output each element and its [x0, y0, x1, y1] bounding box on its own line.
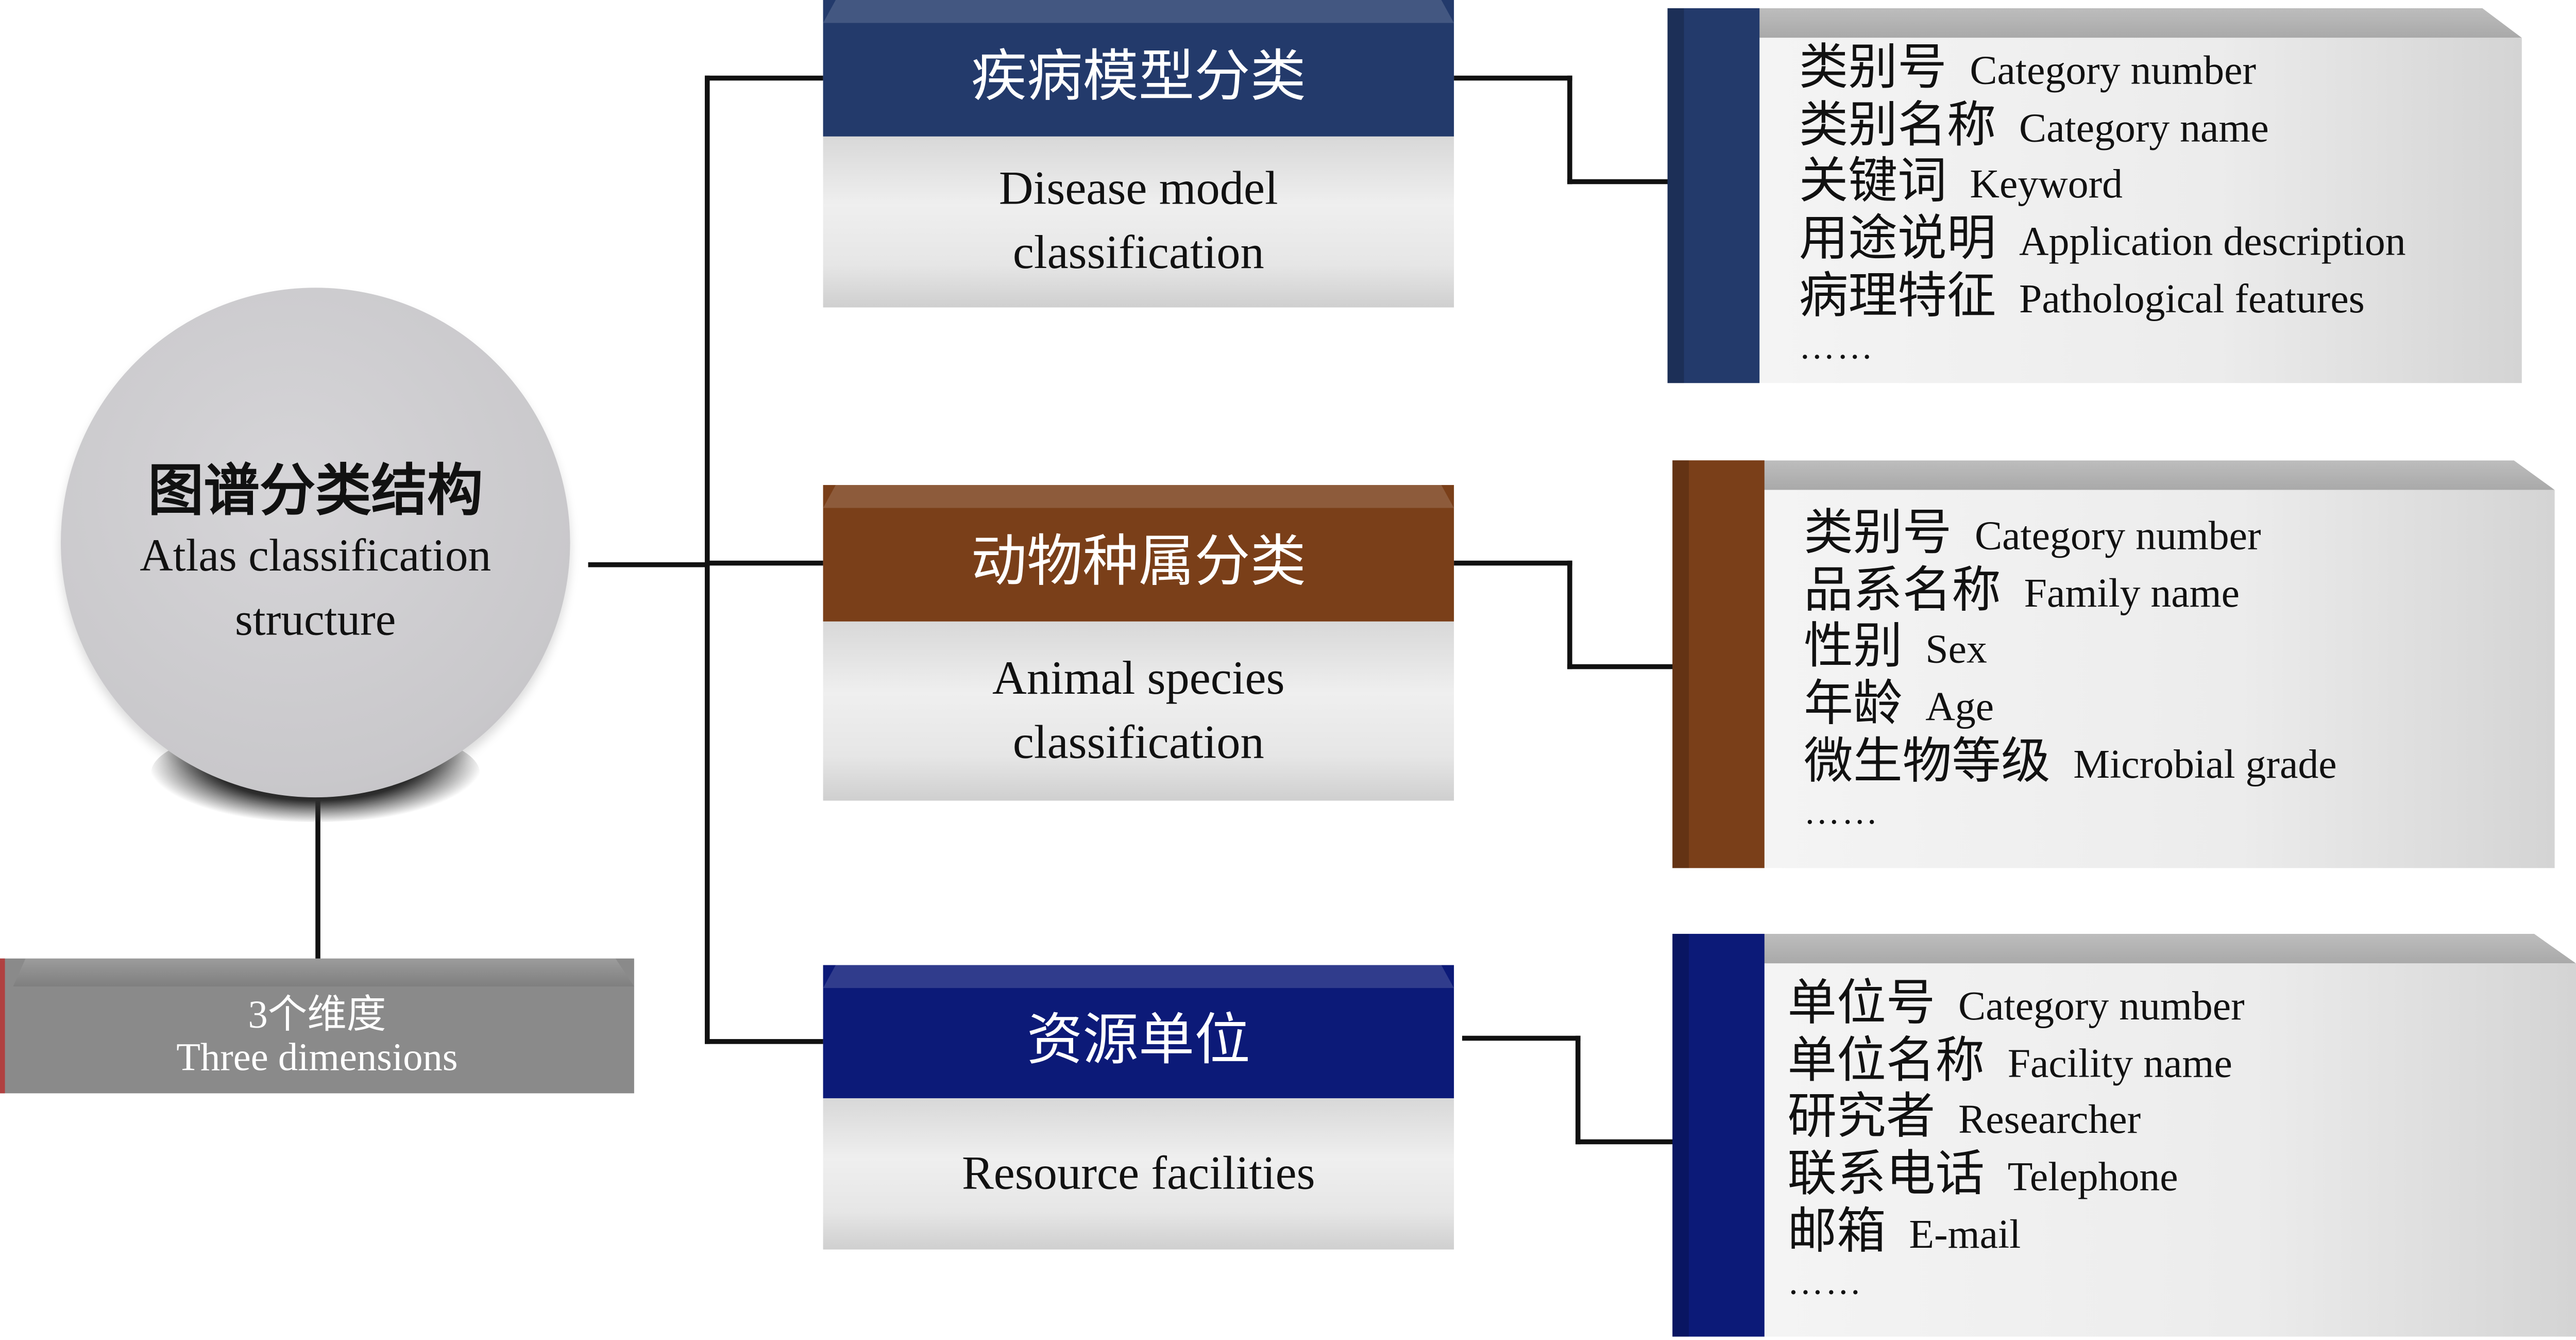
- connector-line: [588, 562, 708, 567]
- field-name-cn: 研究者: [1787, 1091, 1936, 1145]
- category-title-en: classification: [1012, 227, 1264, 280]
- category-body: Disease model classification: [823, 136, 1454, 308]
- connector-line: [704, 1039, 823, 1044]
- field-name-cn: 单位号: [1787, 976, 1936, 1031]
- field-name-en: Category name: [2019, 106, 2269, 151]
- field-name-en: Application description: [2019, 220, 2406, 265]
- field-row: 性别 Sex: [1804, 621, 2336, 678]
- connector-line: [1567, 560, 1572, 669]
- field-name-cn: 类别名称: [1799, 98, 1996, 153]
- field-name-en: Sex: [1925, 628, 1987, 673]
- category-title-en: Animal species: [992, 651, 1285, 705]
- field-name-en: Researcher: [1958, 1099, 2141, 1144]
- root-title-en-2: structure: [235, 595, 396, 646]
- field-row: 类别名称 Category name: [1799, 98, 2406, 155]
- field-name-cn: 邮箱: [1787, 1204, 1886, 1259]
- field-name-en: Category number: [1970, 49, 2257, 94]
- field-name-en: Category number: [1974, 514, 2261, 559]
- category-header: 动物种属分类: [823, 485, 1454, 622]
- field-name-en: Keyword: [1970, 163, 2123, 208]
- field-row: 联系电话 Telephone: [1787, 1148, 2244, 1205]
- root-node-circle: [60, 288, 570, 798]
- field-name-cn: 关键词: [1799, 155, 1947, 210]
- more-ellipsis: ……: [1804, 791, 1879, 833]
- field-row: 研究者 Researcher: [1787, 1091, 2244, 1148]
- connector-line: [1567, 664, 1686, 669]
- category-title-en: Disease model: [998, 162, 1278, 215]
- field-name-cn: 性别: [1804, 620, 1903, 675]
- dimensions-label-en: Three dimensions: [176, 1037, 458, 1080]
- field-row: 邮箱 E-mail: [1787, 1204, 2244, 1262]
- field-row: 品系名称 Family name: [1804, 563, 2336, 621]
- category-body: Resource facilities: [823, 1098, 1454, 1250]
- category-header: 疾病模型分类: [823, 0, 1454, 137]
- field-name-en: E-mail: [1909, 1213, 2021, 1258]
- panel-side-bar: [1667, 8, 1760, 383]
- field-row: 类别号 Category number: [1799, 41, 2406, 98]
- more-ellipsis: ……: [1799, 326, 1875, 367]
- field-name-cn: 类别号: [1804, 506, 1952, 561]
- connector-line: [704, 75, 823, 81]
- category-header: 资源单位: [823, 965, 1454, 1098]
- field-row: 病理特征 Pathological features: [1799, 269, 2406, 326]
- category-title-en: classification: [1012, 716, 1264, 769]
- connector-line: [1462, 1035, 1581, 1041]
- field-row: 微生物等级 Microbial grade: [1804, 734, 2336, 792]
- category-title-cn: 动物种属分类: [971, 532, 1307, 594]
- category-title-en: Resource facilities: [962, 1147, 1315, 1200]
- connector-line: [1575, 1035, 1581, 1145]
- connector-line: [1454, 75, 1572, 81]
- field-row: 关键词 Keyword: [1799, 155, 2406, 212]
- category-box-disease-model: 疾病模型分类 Disease model classification: [823, 0, 1454, 308]
- field-name-en: Age: [1925, 685, 1994, 730]
- connector-line: [1454, 560, 1572, 566]
- field-name-en: Family name: [2024, 572, 2240, 616]
- field-name-en: Pathological features: [2019, 277, 2365, 322]
- category-title-cn: 资源单位: [1027, 1011, 1250, 1072]
- connector-line: [704, 75, 710, 1044]
- category-box-animal-species: 动物种属分类 Animal species classification: [823, 485, 1454, 801]
- panel-side-bar: [1672, 460, 1765, 868]
- field-name-cn: 年龄: [1804, 677, 1903, 732]
- category-body: Animal species classification: [823, 621, 1454, 801]
- field-name-cn: 单位名称: [1787, 1033, 1985, 1088]
- connector-line: [704, 560, 823, 566]
- field-name-cn: 病理特征: [1799, 269, 1996, 324]
- panel-side-bar: [1672, 933, 1765, 1337]
- root-title-en-1: Atlas classification: [140, 531, 492, 582]
- root-title-cn: 图谱分类结构: [147, 462, 483, 523]
- connector-line: [315, 789, 320, 960]
- field-row: 单位名称 Facility name: [1787, 1034, 2244, 1091]
- connector-line: [1567, 75, 1572, 185]
- field-row: 单位号 Category number: [1787, 977, 2244, 1034]
- connector-line: [1575, 1139, 1677, 1145]
- field-row: 年龄 Age: [1804, 677, 2336, 734]
- connector-line: [1567, 179, 1686, 185]
- root-node-label: 图谱分类结构 Atlas classification structure: [61, 460, 570, 652]
- field-row: 类别号 Category number: [1804, 507, 2336, 564]
- field-name-en: Facility name: [2007, 1042, 2232, 1086]
- more-ellipsis: ……: [1787, 1262, 1863, 1303]
- field-name-en: Category number: [1958, 984, 2245, 1029]
- field-row: 用途说明 Application description: [1799, 212, 2406, 270]
- field-name-en: Microbial grade: [2073, 743, 2337, 788]
- field-name-cn: 联系电话: [1787, 1147, 1985, 1202]
- dimensions-label-cn: 3个维度: [248, 994, 386, 1037]
- field-name-cn: 类别号: [1799, 41, 1947, 96]
- field-name-en: Telephone: [2007, 1155, 2178, 1200]
- category-box-resource-facilities: 资源单位 Resource facilities: [823, 965, 1454, 1250]
- field-name-cn: 用途说明: [1799, 212, 1996, 266]
- field-name-cn: 微生物等级: [1804, 734, 2050, 789]
- dimensions-box: 3个维度 Three dimensions: [0, 958, 634, 1094]
- category-title-cn: 疾病模型分类: [971, 47, 1307, 109]
- field-name-cn: 品系名称: [1804, 563, 2001, 618]
